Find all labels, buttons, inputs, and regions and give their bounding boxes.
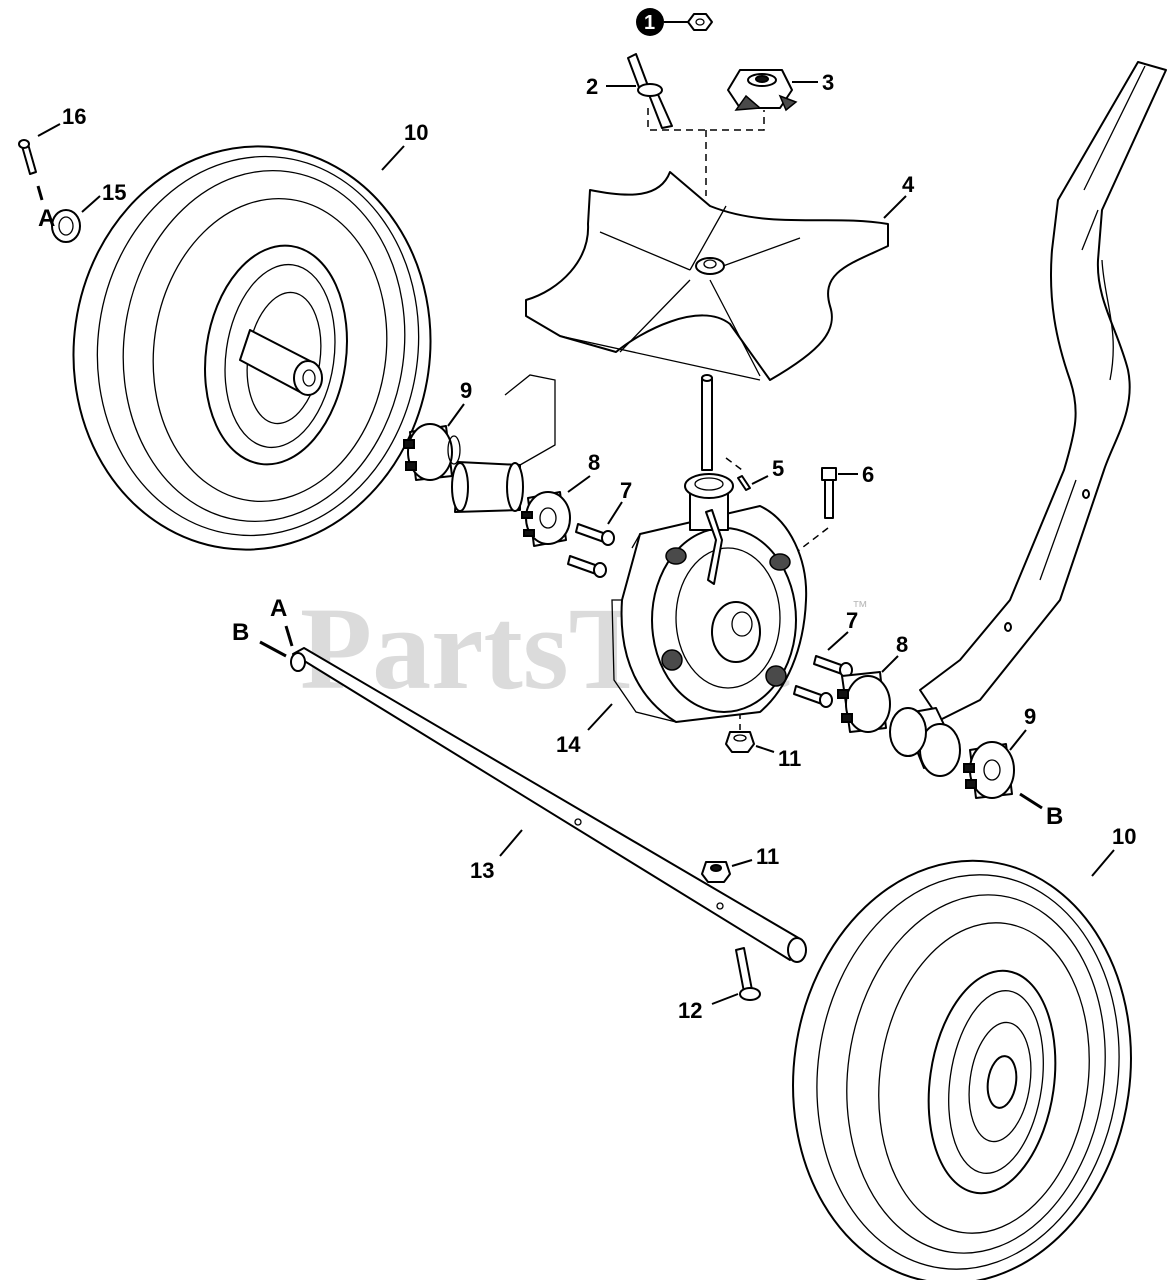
flange-8-right[interactable] (837, 671, 891, 733)
reference-a-axle: A (270, 595, 287, 622)
hub-9-right[interactable] (963, 741, 1015, 799)
callout-11-gearbox[interactable]: 11 (778, 746, 801, 771)
reference-b-right: B (1046, 803, 1063, 830)
reference-b-axle: B (232, 619, 249, 646)
callout-1-circle (636, 8, 664, 36)
callout-8-right[interactable]: 8 (896, 632, 908, 657)
callout-8-left[interactable]: 8 (588, 450, 600, 475)
impeller[interactable] (727, 69, 798, 112)
callout-7-left[interactable]: 7 (620, 478, 632, 503)
reference-a-left: A (38, 205, 55, 232)
assembly-line-top (647, 108, 765, 196)
axle-tube-left[interactable] (451, 374, 556, 513)
callout-2[interactable]: 2 (586, 74, 598, 99)
nut-11-gearbox[interactable] (725, 731, 755, 753)
wheel-left[interactable] (48, 123, 457, 573)
callout-1[interactable]: 1 (644, 12, 655, 34)
spreader-plate[interactable] (525, 171, 889, 381)
callout-9-left[interactable]: 9 (460, 378, 472, 403)
nut-11-axle[interactable] (701, 861, 731, 883)
bolt-6[interactable] (821, 467, 837, 519)
pin-16[interactable] (18, 139, 37, 175)
callout-7-right[interactable]: 7 (846, 608, 858, 633)
callout-9-right[interactable]: 9 (1024, 704, 1036, 729)
gearbox[interactable] (611, 374, 808, 723)
leader-lines (36, 21, 1115, 1005)
callout-13[interactable]: 13 (470, 858, 494, 883)
callout-5[interactable]: 5 (772, 456, 784, 481)
bolt-7-right[interactable] (793, 655, 853, 708)
callout-11-axle[interactable]: 11 (756, 844, 779, 869)
callout-3[interactable]: 3 (822, 70, 834, 95)
assembly-line-5 (725, 457, 743, 471)
bolt-7-left[interactable] (567, 523, 615, 578)
callout-16[interactable]: 16 (62, 104, 86, 129)
pin-5[interactable] (737, 475, 751, 491)
callout-15[interactable]: 15 (102, 180, 126, 205)
nut-top[interactable] (687, 13, 713, 31)
callout-10-left[interactable]: 10 (404, 120, 428, 145)
callout-4[interactable]: 4 (902, 172, 915, 197)
handle-frame[interactable] (889, 61, 1167, 777)
axle-shaft[interactable] (290, 647, 807, 963)
watermark-trademark: ™ (852, 599, 868, 616)
callout-14[interactable]: 14 (556, 732, 581, 757)
washer-15[interactable] (51, 209, 81, 243)
bolt-12[interactable] (735, 947, 761, 1001)
hub-9-left[interactable] (403, 423, 461, 481)
wheel-right[interactable] (766, 839, 1158, 1280)
callout-10-right[interactable]: 10 (1112, 824, 1136, 849)
agitator[interactable] (627, 53, 673, 129)
callout-12[interactable]: 12 (678, 998, 702, 1023)
callout-6[interactable]: 6 (862, 462, 874, 487)
flange-8-left[interactable] (521, 491, 571, 547)
